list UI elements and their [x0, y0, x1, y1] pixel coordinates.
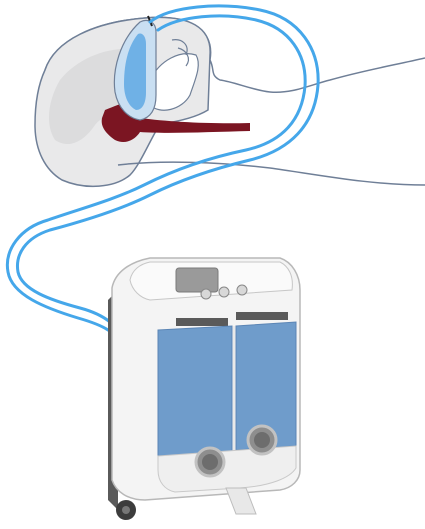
control-knob-1 [201, 289, 211, 299]
handle-right [236, 312, 288, 320]
vent-left-inner [202, 454, 218, 470]
neck-line [118, 162, 425, 185]
front-panel-left [158, 326, 232, 456]
control-knob-2 [219, 287, 229, 297]
display-screen [176, 268, 218, 292]
handle-left [176, 318, 228, 326]
head-profile [35, 17, 425, 186]
control-knob-3 [237, 285, 247, 295]
cpap-device [108, 258, 300, 520]
vent-right-inner [254, 432, 270, 448]
wheel-hub [122, 506, 130, 514]
